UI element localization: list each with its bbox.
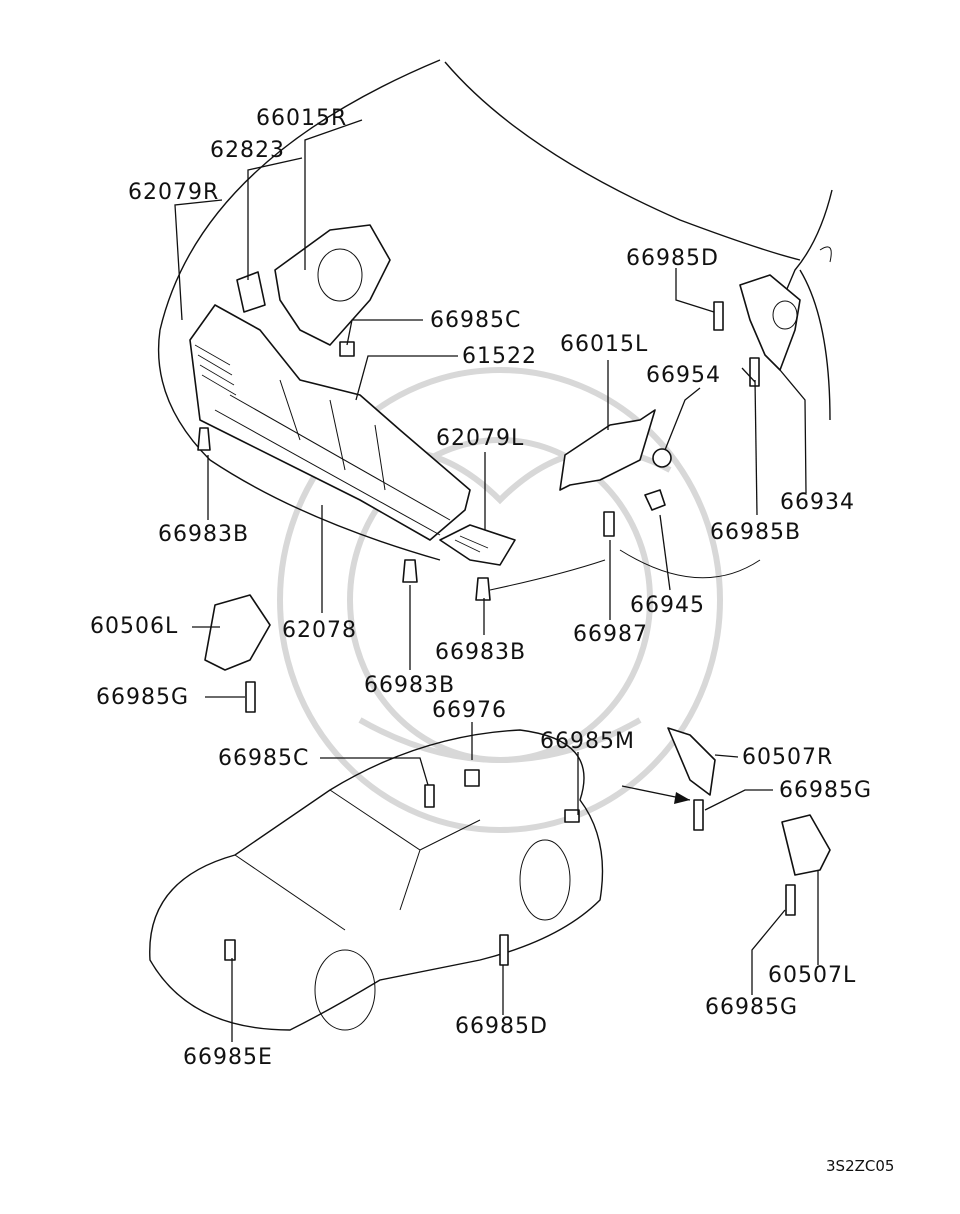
bracket-66934-shape [739,274,801,371]
label-66983B-mid: 66983B [435,640,527,665]
label-66985D-top: 66985D [626,246,719,271]
label-66985B: 66985B [710,520,802,545]
radiator-support-shape [189,304,471,541]
label-66985G-bottom: 66985G [705,995,799,1020]
label-62079L: 62079L [436,426,525,451]
bracket-60507L-shape [781,814,831,876]
fasteners [197,301,760,713]
label-66987: 66987 [573,622,648,647]
label-60507R: 60507R [742,745,834,770]
label-66015R: 66015R [256,106,348,131]
deflector-right-shape [274,224,391,346]
label-66015L: 66015L [560,332,649,357]
deflector-left-shape [559,409,656,491]
label-66983B-left: 66983B [158,522,250,547]
label-61522: 61522 [462,344,537,369]
label-66985C-top: 66985C [430,308,522,333]
label-66985M: 66985M [540,729,635,754]
car-outline [149,729,604,1031]
part-62079L-shape [439,524,516,566]
label-66985C-car: 66985C [218,746,310,771]
label-62823: 62823 [210,138,285,163]
label-62079R: 62079R [128,180,220,205]
label-66976: 66976 [432,698,507,723]
direction-arrow [621,785,691,804]
diagram-code: 3S2ZC05 [826,1157,895,1175]
label-62078: 62078 [282,618,357,643]
label-66985E: 66985E [183,1045,273,1070]
label-66983B-low: 66983B [364,673,456,698]
label-66954: 66954 [646,363,721,388]
grommet-66954-shape [652,448,672,468]
leader-lines [174,119,819,1042]
label-60506L: 60506L [90,614,179,639]
bracket-60506L-shape [204,594,271,671]
label-66934: 66934 [780,490,855,515]
watermark [277,367,723,833]
label-66985G-right: 66985G [779,778,873,803]
label-60507L: 60507L [768,963,857,988]
bracket-62823-shape [236,271,266,313]
car-fasteners [224,769,796,966]
label-66985D-bottom: 66985D [455,1014,548,1039]
label-66985G-left: 66985G [96,685,190,710]
label-66945: 66945 [630,593,705,618]
hood-outline [157,59,833,561]
bracket-60507R-shape [667,727,716,796]
